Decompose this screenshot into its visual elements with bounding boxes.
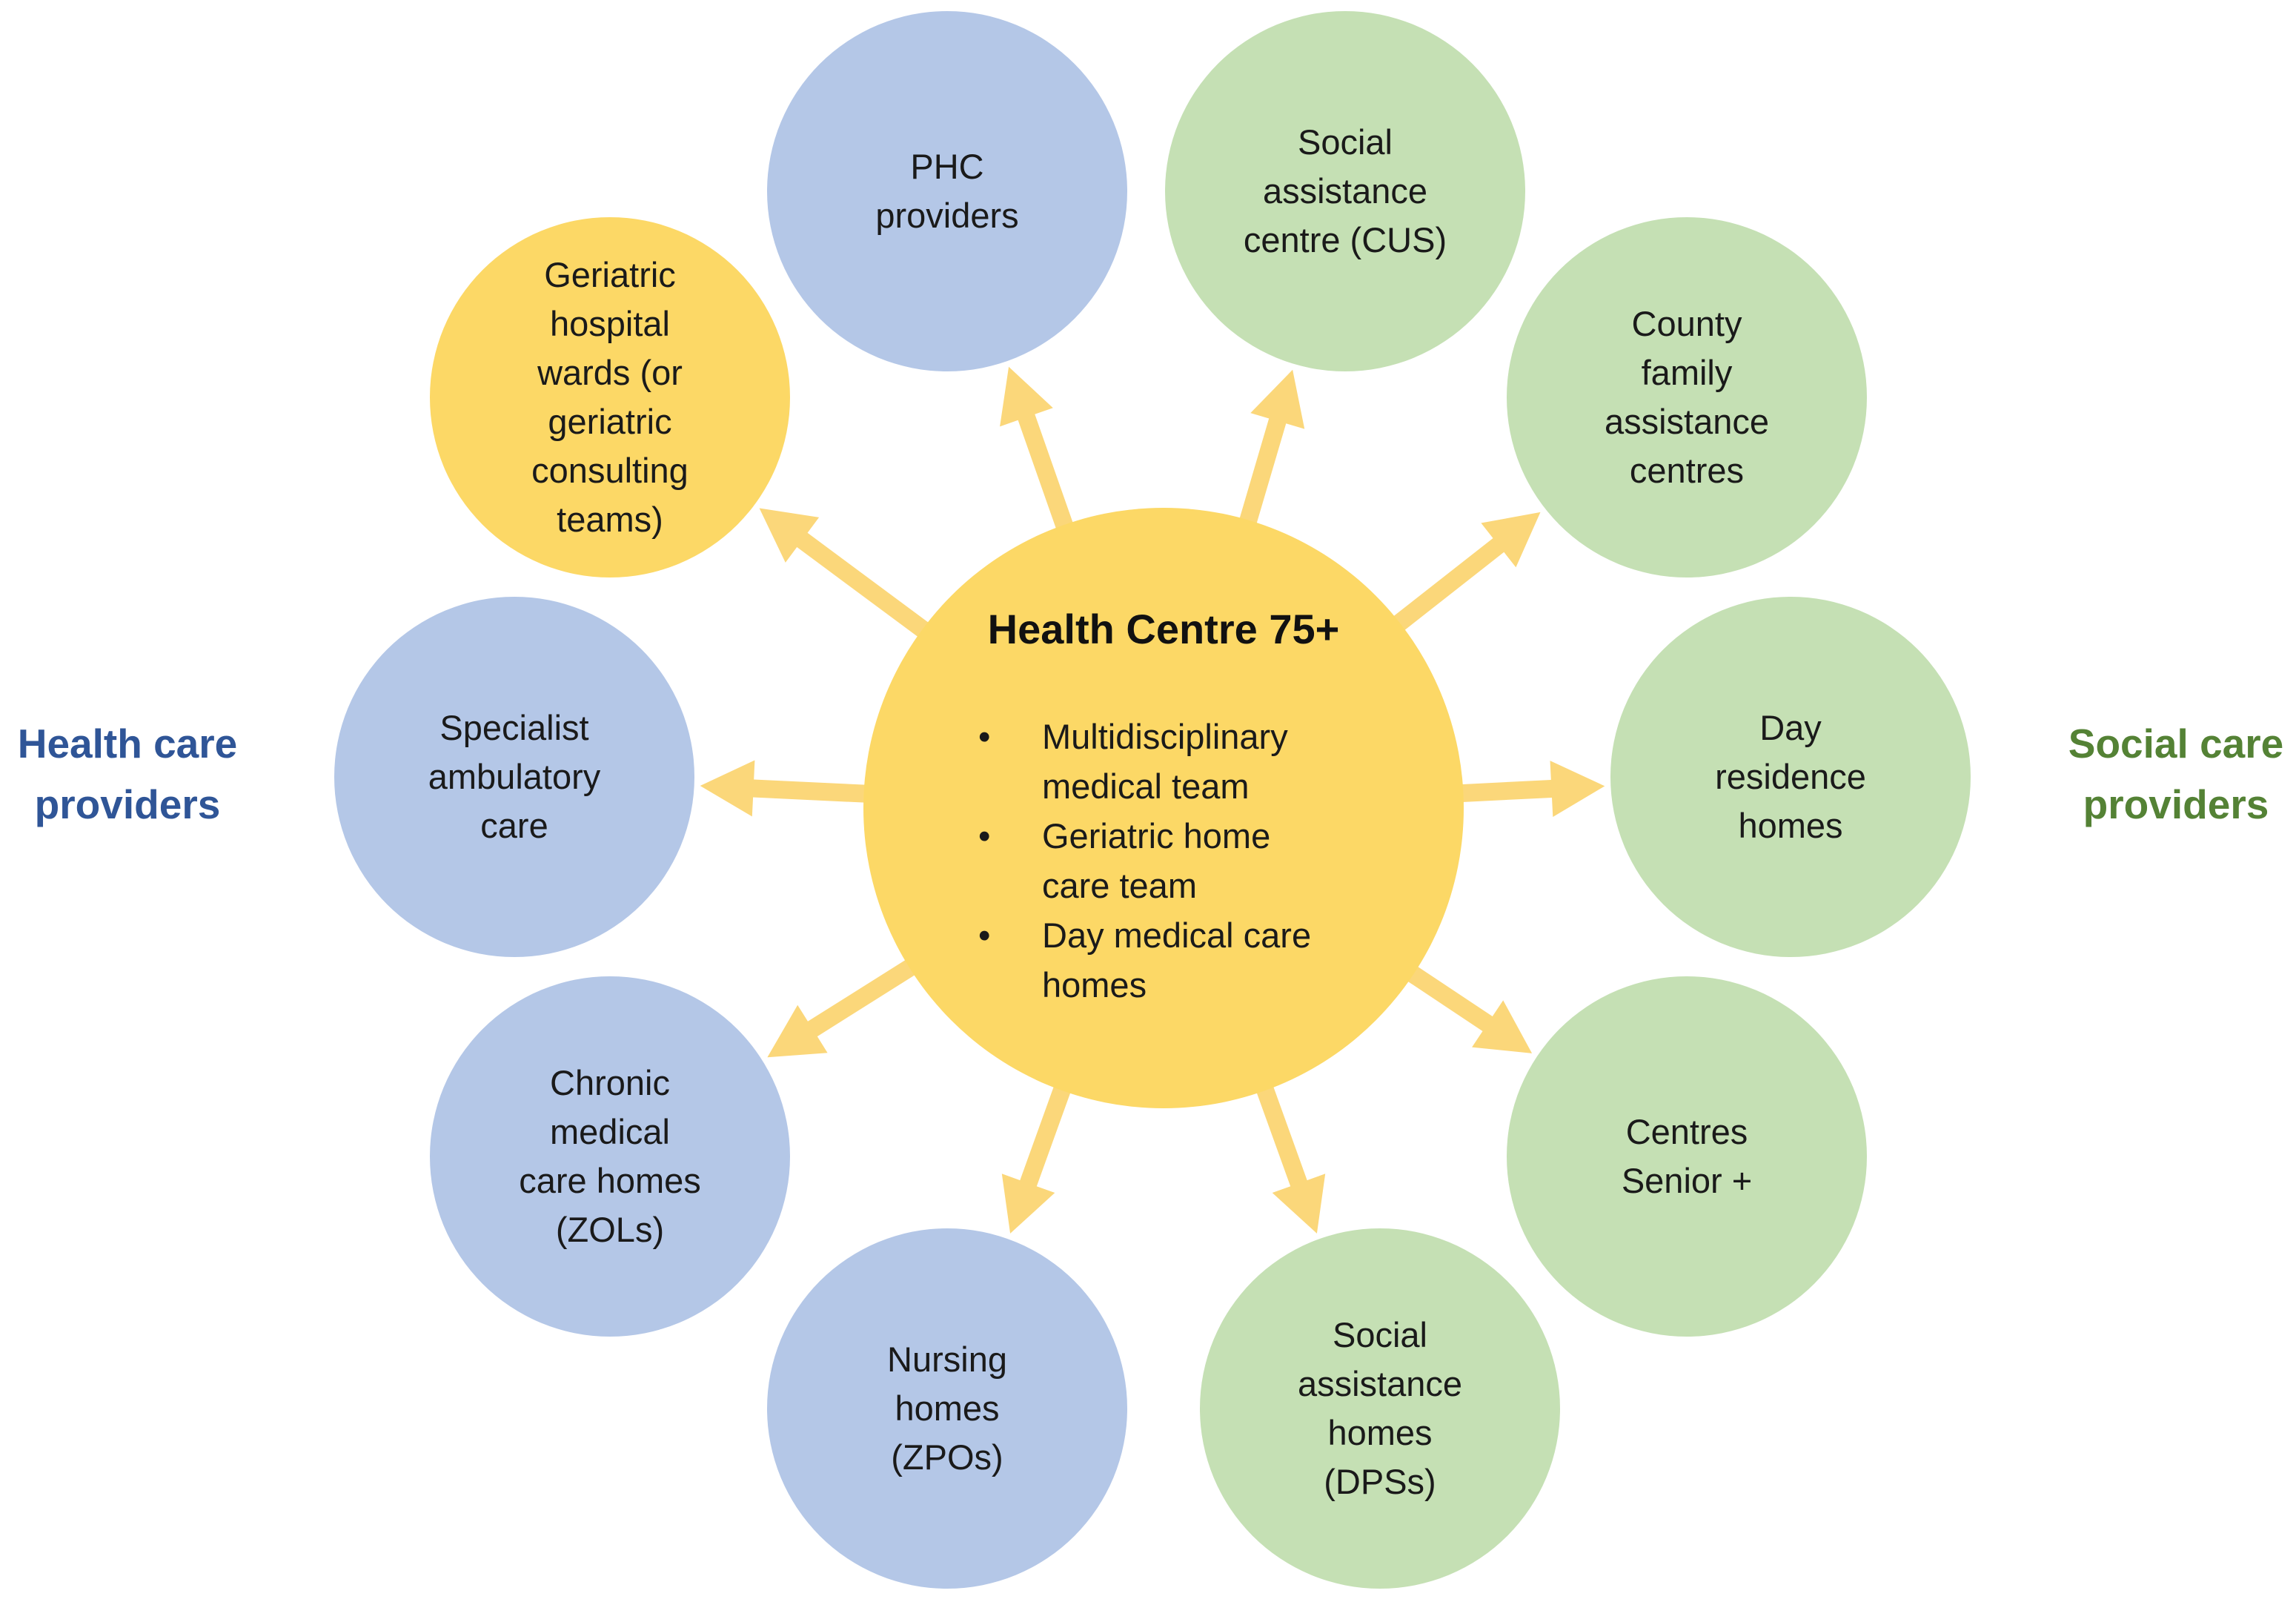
node-county-family-assistance: County family assistance centres — [1507, 217, 1867, 577]
node-label-line: Nursing — [887, 1340, 1007, 1379]
node-label-line: care homes — [519, 1161, 701, 1200]
node-label-line: Centres — [1626, 1112, 1748, 1151]
node-phc-providers: PHC providers — [767, 11, 1127, 371]
node-social-assistance-homes: Social assistance homes (DPSs) — [1200, 1228, 1560, 1589]
node-label-line: centres — [1630, 451, 1744, 490]
arrow-to-centres-senior — [1399, 961, 1533, 1053]
node-label-line: PHC — [910, 147, 983, 186]
hub-bullet-line: Multidisciplinary — [1042, 717, 1288, 756]
arrow-to-county-family-assistance — [1385, 512, 1541, 637]
node-specialist-ambulatory-care: Specialist ambulatory care — [334, 597, 694, 957]
node-label-line: consulting — [531, 451, 689, 490]
bullet-dot: • — [978, 816, 990, 855]
node-label-line: homes — [1738, 806, 1842, 845]
arrow-to-day-residence-homes — [1451, 761, 1605, 817]
arrow-to-phc-providers — [1000, 366, 1077, 538]
node-circle — [767, 1228, 1127, 1589]
node-label-line: County — [1632, 304, 1742, 343]
hub-bullet-line: care team — [1042, 866, 1197, 905]
node-label-line: Specialist — [439, 708, 588, 747]
node-circle — [1165, 11, 1525, 371]
node-circle — [767, 11, 1127, 371]
node-label-line: homes — [895, 1388, 999, 1428]
node-label-line: assistance — [1298, 1364, 1462, 1403]
node-label-line: assistance — [1263, 171, 1427, 211]
node-label-line: providers — [875, 196, 1018, 235]
node-label-line: wards (or — [537, 353, 683, 392]
node-label-line: (ZOLs) — [556, 1210, 664, 1249]
node-label-line: centre (CUS) — [1244, 220, 1447, 259]
node-label-line: residence — [1715, 757, 1866, 796]
node-label-line: ambulatory — [428, 757, 601, 796]
node-label-line: Geriatric — [544, 255, 676, 294]
node-label-line: Social — [1333, 1315, 1427, 1354]
arrow-to-specialist-ambulatory-care — [700, 760, 875, 817]
node-label-line: (ZPOs) — [891, 1437, 1003, 1477]
hub-bullet-line: Day medical care — [1042, 916, 1311, 955]
arrow-to-nursing-homes — [1001, 1076, 1074, 1234]
node-label-line: Senior + — [1622, 1161, 1752, 1200]
side-labels-layer: Health care providers Social care providers — [18, 721, 2284, 827]
social-care-providers-label: Social care — [2068, 721, 2283, 767]
node-circle — [1507, 976, 1867, 1337]
node-social-assistance-centre: Social assistance centre (CUS) — [1165, 11, 1525, 371]
arrow-to-social-assistance-centre — [1236, 369, 1305, 534]
node-label-line: Day — [1759, 708, 1822, 747]
node-circle — [430, 976, 790, 1337]
node-label-line: Social — [1298, 122, 1393, 162]
node-label-line: assistance — [1605, 402, 1769, 441]
node-circle — [1610, 597, 1971, 957]
node-label-line: (DPSs) — [1324, 1462, 1436, 1501]
node-nursing-homes: Nursing homes (ZPOs) — [767, 1228, 1127, 1589]
hub-bullet-line: Geriatric home — [1042, 816, 1270, 855]
node-label-line: hospital — [550, 304, 670, 343]
node-label-line: Chronic — [550, 1063, 670, 1102]
node-day-residence-homes: Day residence homes — [1610, 597, 1971, 957]
node-circle — [334, 597, 694, 957]
node-label-line: geriatric — [548, 402, 671, 441]
arrows-layer — [700, 366, 1605, 1234]
node-circle — [1507, 217, 1867, 577]
bullet-dot: • — [978, 916, 990, 955]
node-label-line: care — [480, 806, 548, 845]
arrow-to-social-assistance-homes — [1253, 1076, 1326, 1234]
hub-title: Health Centre 75+ — [988, 606, 1340, 652]
arrow-to-geriatric-hospital-wards — [759, 508, 937, 643]
node-circle — [430, 217, 790, 577]
node-label-line: family — [1642, 353, 1733, 392]
node-chronic-medical-care-homes: Chronic medical care homes (ZOLs) — [430, 976, 790, 1337]
health-care-providers-label: Health care — [18, 721, 238, 767]
health-centre-hub: Health Centre 75+ • Multidisciplinary medic… — [863, 508, 1464, 1108]
node-label-line: medical — [550, 1112, 670, 1151]
health-care-providers-label: providers — [35, 781, 221, 827]
bullet-dot: • — [978, 717, 990, 756]
node-geriatric-hospital-wards: Geriatric hospital wards (or geriatric consu… — [430, 217, 790, 577]
arrow-to-chronic-medical-care-homes — [767, 954, 924, 1058]
node-label-line: homes — [1327, 1413, 1432, 1452]
node-circle — [1200, 1228, 1560, 1589]
hub-bullet-line: medical team — [1042, 767, 1250, 806]
node-label-line: teams) — [557, 500, 663, 539]
hub-bullet-line: homes — [1042, 965, 1147, 1004]
hub-circle — [863, 508, 1464, 1108]
social-care-providers-label: providers — [2083, 781, 2269, 827]
